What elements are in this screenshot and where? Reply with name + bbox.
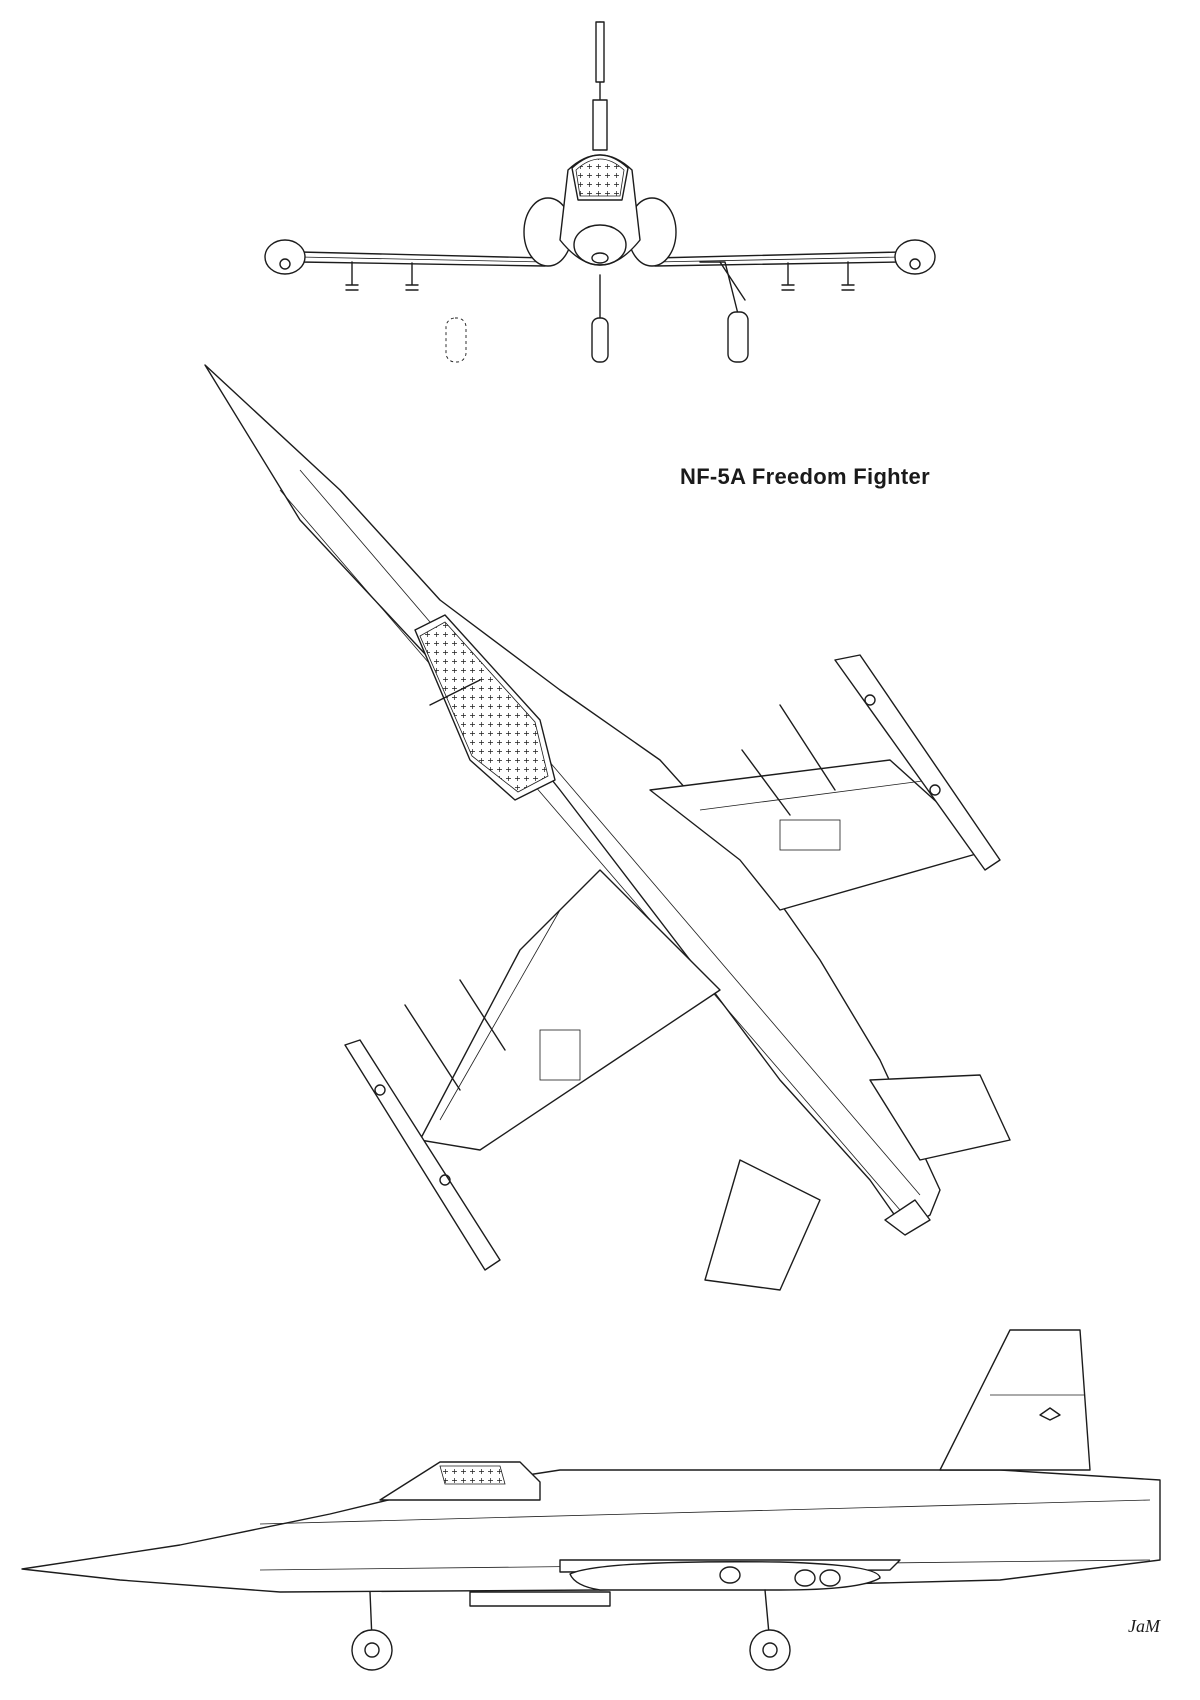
artist-signature: JaM (1128, 1616, 1160, 1636)
drawing-title: NF-5A Freedom Fighter (680, 464, 930, 489)
front-view (264, 21, 936, 363)
top-view (204, 364, 1011, 1291)
